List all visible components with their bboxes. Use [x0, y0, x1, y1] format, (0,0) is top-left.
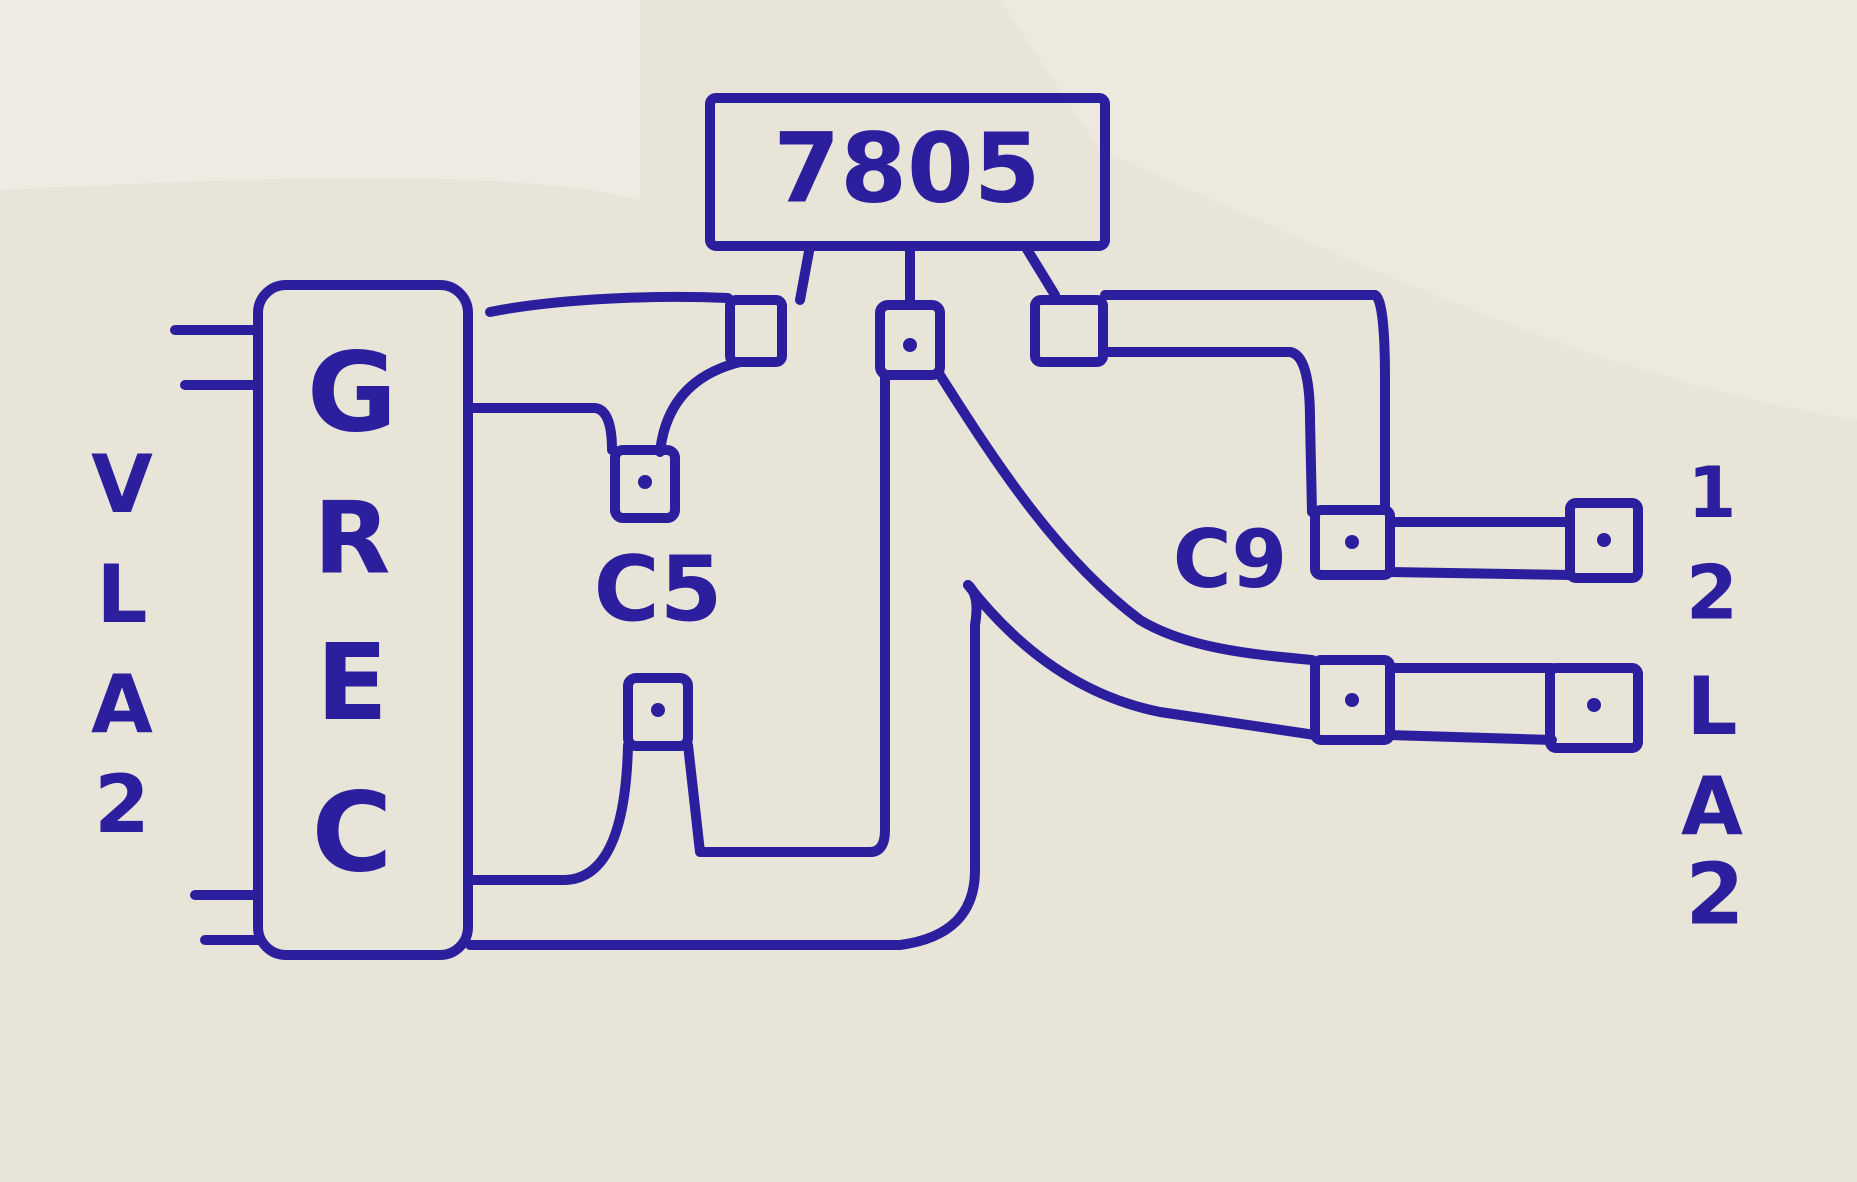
trace-out-upper	[1100, 290, 1390, 515]
hole-c5-top	[638, 475, 652, 489]
hole-c9-right	[1345, 693, 1359, 707]
rectifier-letter-g: G	[307, 328, 397, 456]
pad-c9-right	[1310, 655, 1395, 745]
trace-rect-to-reg	[485, 291, 733, 317]
trace-pin2-bottom	[1385, 730, 1557, 745]
rectifier-letter-e: E	[316, 622, 388, 744]
hole-c5-bottom	[651, 703, 665, 717]
left-connector-char-1: V	[91, 438, 153, 531]
trace-gnd-lower	[963, 580, 1320, 740]
trace-c5-left	[465, 740, 633, 885]
c9-label: C9	[1173, 513, 1287, 606]
paper-fold	[0, 0, 640, 200]
left-connector-char-3: A	[91, 658, 153, 751]
c5-label: C5	[594, 537, 723, 642]
hole-out-1	[1597, 533, 1611, 547]
trace-gnd-return	[465, 580, 982, 950]
paper-highlight	[1000, 0, 1857, 420]
trace-rect-to-c5	[465, 357, 745, 457]
right-connector-char-2: 2	[1686, 549, 1738, 637]
trace-pin1-bottom	[1385, 567, 1575, 580]
trace-gnd-upper	[935, 370, 1317, 665]
hole-out-2	[1587, 698, 1601, 712]
left-connector-char-4: 2	[94, 758, 150, 851]
rectifier-letter-r: R	[313, 479, 390, 596]
trace-out-lower	[1100, 347, 1317, 517]
pad-reg-gnd	[875, 300, 945, 380]
rectifier-letter-c: C	[312, 768, 393, 896]
pad-c9-left	[1310, 505, 1395, 580]
pad-c5-top	[610, 445, 680, 523]
regulator-label: 7805	[773, 112, 1040, 224]
hole-c9-left	[1345, 535, 1359, 549]
right-connector-char-4: A	[1681, 760, 1743, 853]
regulator-pin-out	[1020, 241, 1060, 300]
left-connector-char-2: L	[97, 548, 148, 641]
pad-out-1	[1565, 498, 1643, 583]
regulator-pin-in	[795, 241, 815, 305]
pad-reg-out	[1030, 295, 1108, 367]
pad-out-2	[1545, 663, 1643, 753]
trace-c5-right	[683, 370, 890, 857]
right-connector-char-1: 1	[1688, 452, 1737, 534]
right-connector-char-5: 2	[1685, 845, 1744, 944]
hole-reg-gnd	[903, 338, 917, 352]
pad-reg-in	[725, 295, 787, 367]
pad-c5-bottom	[623, 673, 693, 751]
rectifier-body	[253, 280, 473, 960]
right-connector-char-3: L	[1687, 660, 1738, 753]
